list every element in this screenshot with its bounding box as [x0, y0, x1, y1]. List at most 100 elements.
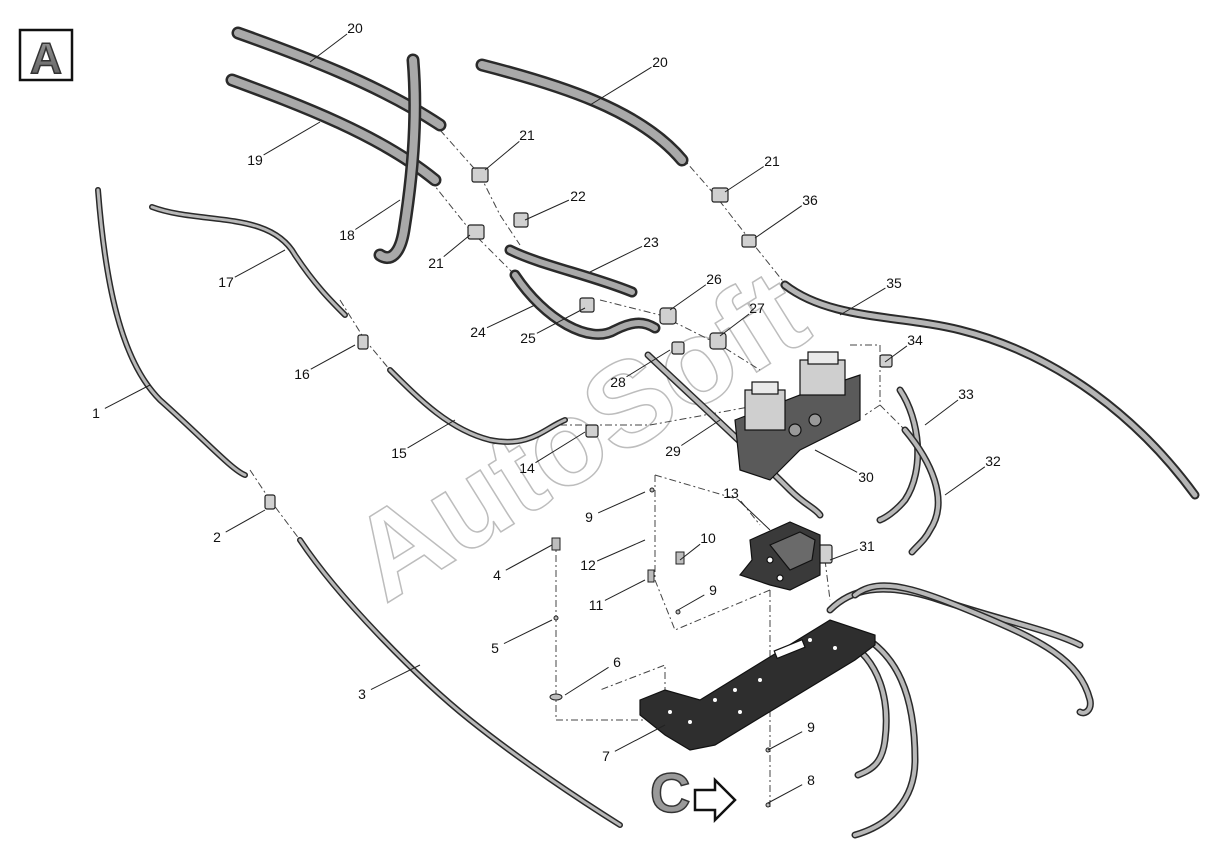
- callout-label: 16: [294, 366, 310, 382]
- callout-label: 20: [347, 20, 363, 36]
- leader-line: [614, 724, 666, 752]
- fitting-16: [357, 334, 369, 350]
- leader-line: [884, 345, 908, 363]
- callout-label: 12: [580, 557, 596, 573]
- callout-label: 9: [585, 509, 593, 525]
- callout-label: 20: [652, 54, 668, 70]
- callout-label: 21: [428, 255, 444, 271]
- leader-line: [677, 594, 705, 611]
- valve-block: [734, 351, 861, 481]
- leader-line: [503, 619, 553, 645]
- callout-label: 35: [886, 275, 902, 291]
- fitting-22: [513, 212, 529, 228]
- fitting-36: [741, 234, 757, 248]
- leader-line: [407, 419, 456, 449]
- leader-line: [589, 66, 652, 106]
- view-marker: C: [649, 760, 737, 825]
- leader-line: [443, 234, 471, 258]
- leader-line: [225, 509, 266, 533]
- fitting-26: [659, 307, 677, 325]
- washer-6: [549, 693, 563, 701]
- bolts: [549, 487, 771, 808]
- leader-line: [310, 344, 356, 370]
- callout-label: 2: [213, 529, 221, 545]
- leader-line: [814, 449, 858, 473]
- callout-label: 1: [92, 405, 100, 421]
- leader-line: [263, 121, 321, 156]
- leader-line: [524, 199, 570, 221]
- leader-line: [681, 419, 721, 446]
- leader-line: [234, 249, 286, 278]
- callout-label: 5: [491, 640, 499, 656]
- leader-line: [669, 284, 707, 311]
- leader-line: [486, 304, 536, 329]
- bolt-4: [551, 537, 561, 551]
- leader-line: [484, 141, 520, 171]
- leader-line: [370, 664, 421, 690]
- callout-label: 15: [391, 445, 407, 461]
- callout-label: 36: [802, 192, 818, 208]
- nut-9a: [649, 487, 655, 493]
- leader-line: [536, 307, 586, 334]
- callout-label: 3: [358, 686, 366, 702]
- callout-label: 26: [706, 271, 722, 287]
- callout-label: 14: [519, 460, 535, 476]
- fittings: [264, 167, 893, 564]
- callout-label: 33: [958, 386, 974, 402]
- callout-label: 29: [665, 443, 681, 459]
- callout-label: 21: [519, 127, 535, 143]
- arrow-right-icon: [693, 776, 737, 824]
- corner-badge: A: [18, 28, 74, 84]
- corner-badge-letter: A: [30, 34, 62, 83]
- leader-line: [564, 666, 609, 696]
- bolt-11: [647, 569, 655, 583]
- leader-line: [597, 491, 646, 514]
- callout-label: 10: [700, 530, 716, 546]
- callout-label: 30: [858, 469, 874, 485]
- callout-label: 18: [339, 227, 355, 243]
- nut-5: [553, 615, 559, 621]
- leader-line: [626, 349, 671, 378]
- fitting-21c: [711, 187, 729, 203]
- hoses: [95, 26, 1200, 839]
- leader-line: [679, 543, 701, 561]
- callout-label: 21: [764, 153, 780, 169]
- leader-line: [924, 399, 959, 426]
- leader-line: [355, 199, 401, 230]
- callout-label: 4: [493, 567, 501, 583]
- leader-line: [104, 384, 151, 409]
- callout-label: 25: [520, 330, 536, 346]
- mounting-plate: [639, 619, 876, 751]
- leader-line: [737, 499, 771, 531]
- fitting-2: [264, 494, 276, 510]
- fitting-21b: [467, 224, 485, 240]
- leader-line: [589, 245, 643, 273]
- callout-label: 27: [749, 300, 765, 316]
- leader-line: [944, 466, 986, 496]
- view-marker-letter: C: [650, 761, 690, 824]
- callout-label: 11: [589, 597, 604, 613]
- callout-label: 9: [709, 582, 717, 598]
- bracket: [738, 521, 821, 591]
- fitting-27: [709, 332, 727, 350]
- callout-label: 13: [723, 485, 739, 501]
- leader-line: [767, 731, 803, 751]
- leader-line: [839, 287, 886, 316]
- nut-8: [765, 802, 771, 808]
- callout-label: 17: [218, 274, 234, 290]
- callout-label: 23: [643, 234, 659, 250]
- callout-label: 19: [247, 152, 263, 168]
- leader-line: [505, 544, 553, 571]
- leader-line: [754, 205, 803, 239]
- fitting-14: [585, 424, 599, 438]
- leader-line: [724, 166, 764, 193]
- bolt-10: [675, 551, 685, 565]
- callout-label: 24: [470, 324, 486, 340]
- leader-line: [596, 539, 646, 562]
- callout-label: 9: [807, 719, 815, 735]
- callout-label: 22: [570, 188, 586, 204]
- callout-label: 28: [610, 374, 626, 390]
- fitting-21a: [471, 167, 489, 183]
